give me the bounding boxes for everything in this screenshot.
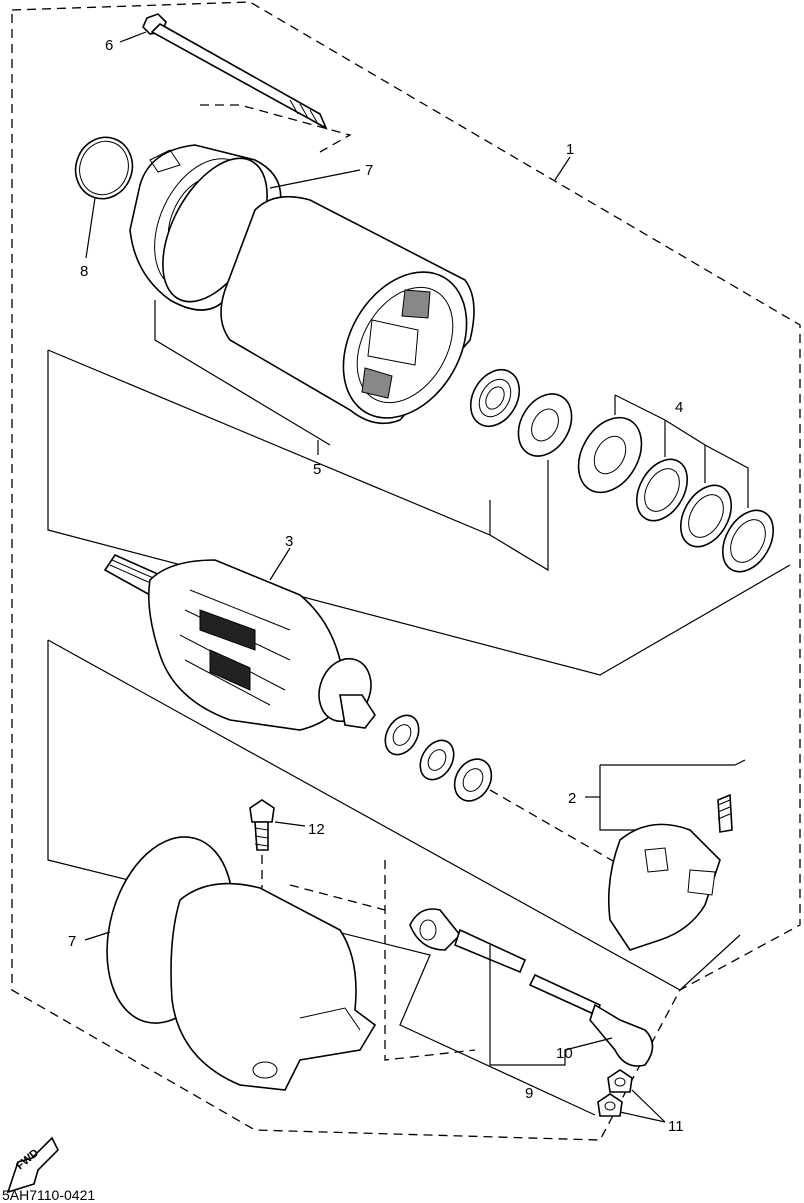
callout-7-bottom: 7 [68,933,76,950]
callout-11: 11 [668,1118,684,1135]
callout-12: 12 [308,821,325,838]
fwd-arrow-icon: FWD [6,1136,59,1194]
callout-7-top: 7 [365,162,373,179]
diagram-code: 5AH7110-0421 [2,1187,95,1203]
callout-5: 5 [313,461,321,478]
brush-holder [599,759,746,951]
armature-washers [384,714,621,866]
armature [103,553,376,731]
callout-3: 3 [285,533,293,550]
washer-set [577,394,775,573]
leader-lines [84,31,600,941]
oil-seal [517,393,573,457]
terminal-nuts [597,1069,666,1123]
callout-6: 6 [105,37,113,54]
callout-10: 10 [556,1045,573,1062]
through-bolt [142,13,352,153]
callout-9: 9 [525,1085,533,1102]
callout-8: 8 [80,263,88,280]
yoke-housing [220,195,475,425]
callout-4: 4 [675,399,683,416]
lead-wire [409,908,654,1067]
callout-2: 2 [568,790,576,807]
terminal-boundary [384,860,476,1061]
bracket-lower [47,639,741,1116]
rear-cover [170,882,386,1091]
bracket-5 [47,349,791,676]
o-ring-small [74,136,134,200]
callout-1: 1 [566,141,574,158]
bearing [469,368,521,428]
